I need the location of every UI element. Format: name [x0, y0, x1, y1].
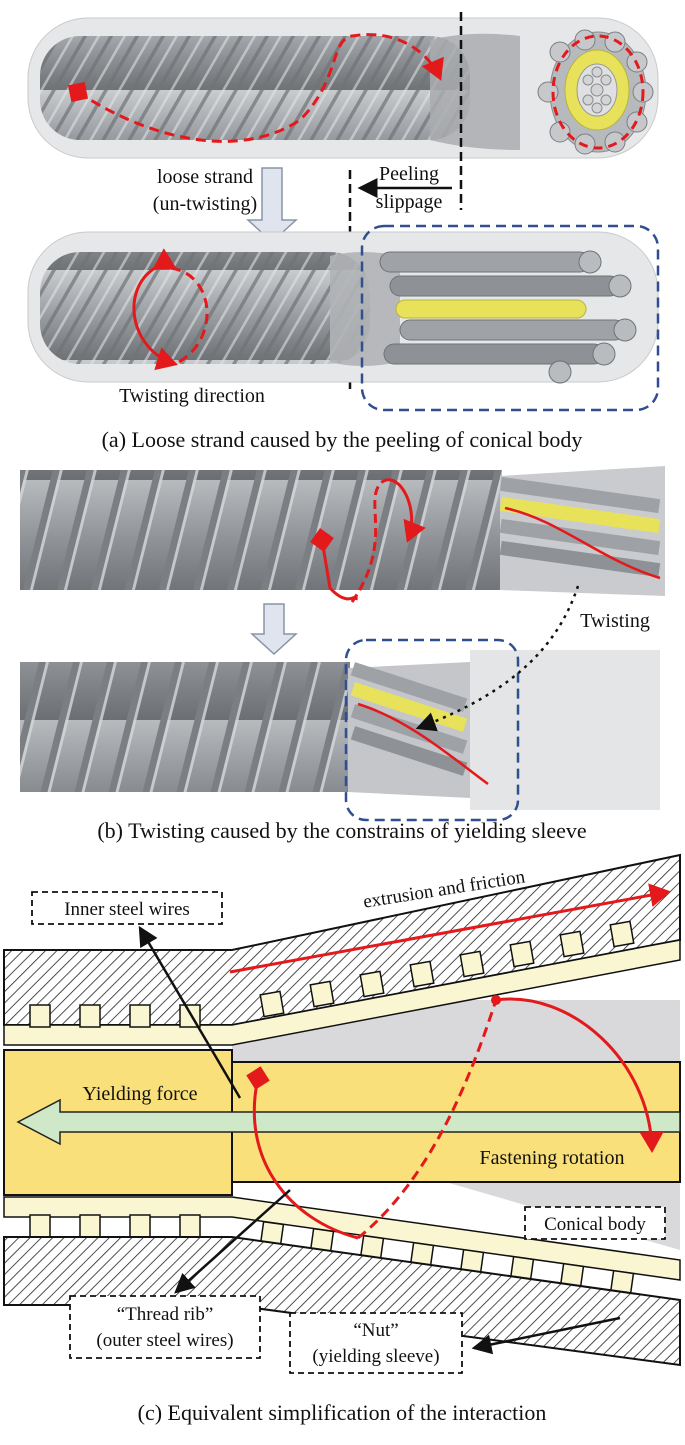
- down-arrow-b: [250, 603, 298, 656]
- rotation-dot: [491, 995, 501, 1005]
- loose-wires: [379, 250, 637, 384]
- label-yielding-sleeve: (yielding sleeve): [312, 1346, 439, 1367]
- label-outer-wires: (outer steel wires): [96, 1330, 233, 1351]
- rotation-ellipse-red: [551, 34, 645, 150]
- box-thread-rib: [69, 1295, 261, 1359]
- label-slippage: slippage: [376, 191, 443, 213]
- label-conical-body: Conical body: [544, 1214, 646, 1235]
- twist-arc-dashed: [154, 266, 209, 366]
- label-un-twisting: (un-twisting): [153, 193, 257, 215]
- caption-b: (b) Twisting caused by the constrains of…: [97, 818, 586, 843]
- twist-arc-solid: [132, 248, 178, 371]
- panel-c: Inner steel wires extrusion and friction…: [3, 853, 681, 1425]
- lower-thread-teeth: [29, 1214, 635, 1297]
- pointer-inner-wires: [138, 925, 242, 1099]
- panel-b: Twisting (b) Twisting caused by the cons…: [20, 466, 665, 843]
- box-nut: [289, 1312, 463, 1374]
- label-twisting: Twisting: [580, 610, 650, 632]
- blue-box-b: [344, 638, 520, 822]
- panel-b-bar-bottom: [20, 638, 660, 822]
- extrusion-arrow: [229, 883, 671, 974]
- lower-thread-strip: [3, 1196, 681, 1281]
- twist-red-wire-bottom: [357, 702, 489, 786]
- untwist-path-arrow: [68, 33, 444, 143]
- caption-a: (a) Loose strand caused by the peeling o…: [102, 427, 583, 452]
- panel-a-cable-top: [27, 17, 659, 159]
- panel-b-bar-top: [20, 466, 665, 603]
- rotation-solid-lower: [246, 1066, 359, 1240]
- label-loose-strand: loose strand: [157, 166, 253, 188]
- rotation-dashed: [357, 999, 498, 1240]
- pointer-nut: [471, 1316, 621, 1355]
- box-inner-wires: [31, 891, 223, 925]
- label-peeling: Peeling: [379, 163, 439, 185]
- caption-c: (c) Equivalent simplification of the int…: [138, 1400, 547, 1425]
- upper-thread-strip: [3, 939, 681, 1046]
- strand-ring: [537, 29, 654, 155]
- rotation-solid-upper: [495, 997, 664, 1153]
- yielding-force-arrow: [16, 1098, 681, 1146]
- label-nut: “Nut”: [353, 1320, 398, 1341]
- label-thread-rib: “Thread rib”: [117, 1304, 214, 1325]
- core-wires: [582, 66, 612, 114]
- panel-a: loose strand (un-twisting) Peeling slipp…: [27, 12, 660, 452]
- blue-box-a: [360, 224, 660, 412]
- pointer-thread-rib: [174, 1189, 291, 1294]
- label-twisting-direction: Twisting direction: [119, 385, 265, 407]
- label-inner-wires: Inner steel wires: [64, 899, 190, 920]
- lower-sleeve-hatched: [3, 1236, 681, 1367]
- box-conical-body: [524, 1206, 666, 1240]
- twist-red-wire-top: [504, 506, 661, 580]
- label-fastening-rotation: Fastening rotation: [480, 1147, 625, 1169]
- twist-loop-dashed: [350, 480, 384, 603]
- twist-loop-arrow: [381, 478, 426, 543]
- panel-a-cable-bottom: [27, 224, 660, 412]
- label-yielding-force: Yielding force: [83, 1083, 198, 1105]
- down-arrow-a: [246, 167, 298, 244]
